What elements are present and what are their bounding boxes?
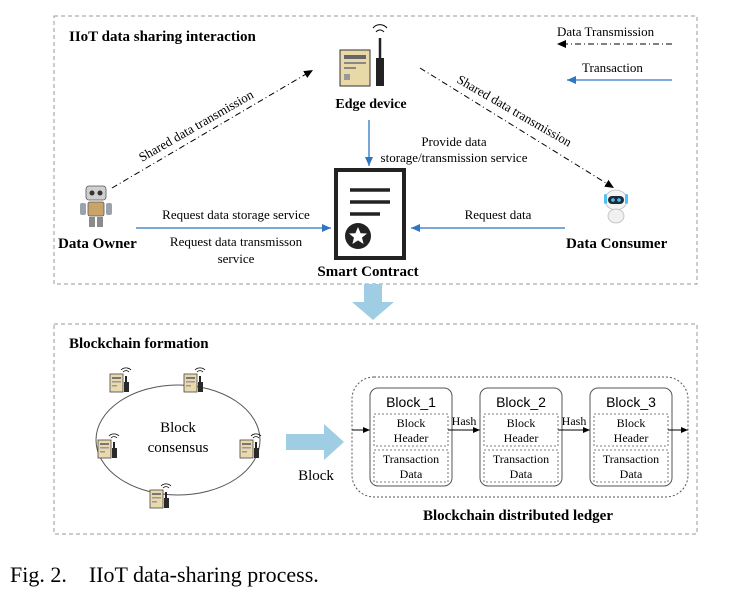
- block-2-data-1: Transaction: [493, 452, 549, 466]
- server-node-icon: [149, 482, 172, 509]
- hash-label-1: Hash: [452, 414, 477, 428]
- consensus-label-2: consensus: [148, 440, 209, 456]
- server-node-icon: [183, 366, 206, 393]
- block-3-data-1: Transaction: [603, 452, 659, 466]
- block-1-data-2: Data: [400, 467, 423, 481]
- block-1-header-1: Block: [397, 416, 426, 430]
- contract-document-icon: [334, 168, 406, 260]
- block-2-header-1: Block: [507, 416, 536, 430]
- shared-left-label: Shared data transmission: [136, 86, 256, 164]
- server-node-icon: [109, 366, 132, 393]
- blockchain-panel-title: Blockchain formation: [69, 336, 209, 352]
- consensus-label-1: Block: [160, 420, 196, 436]
- provide-service-label-1: Provide data: [421, 134, 487, 149]
- shared-left-arrow: [111, 69, 314, 189]
- block-3-data-2: Data: [620, 467, 643, 481]
- robot-icon: [80, 185, 112, 227]
- server-node-icon: [239, 432, 262, 459]
- edge-device-icon: [339, 24, 388, 87]
- request-transmission-label-1: Request data transmisson: [170, 234, 303, 249]
- hash-label-2: Hash: [562, 414, 587, 428]
- request-data-label: Request data: [465, 207, 532, 222]
- block-2-data-2: Data: [510, 467, 533, 481]
- edge-device-label: Edge device: [335, 97, 406, 112]
- server-node-icon: [97, 432, 120, 459]
- data-consumer-label: Data Consumer: [566, 236, 668, 252]
- ledger-label: Blockchain distributed ledger: [423, 508, 613, 524]
- sharing-panel-title: IIoT data sharing interaction: [69, 29, 256, 45]
- block-arrow-label: Block: [298, 468, 334, 484]
- data-owner-label: Data Owner: [58, 236, 137, 252]
- request-transmission-label-2: service: [218, 251, 255, 266]
- block-3-header-2: Header: [614, 431, 649, 445]
- block-1-name: Block_1: [386, 394, 436, 410]
- block-1-header-2: Header: [394, 431, 429, 445]
- block-1-data-1: Transaction: [383, 452, 439, 466]
- block-1: Block_1 Block Header Transaction Data: [369, 387, 453, 487]
- block-2: Block_2 Block Header Transaction Data: [479, 387, 563, 487]
- block-3-header-1: Block: [617, 416, 646, 430]
- consensus-ring: [95, 384, 261, 496]
- block-2-header-2: Header: [504, 431, 539, 445]
- ledger-container: [351, 376, 689, 498]
- figure-caption: Fig. 2. IIoT data-sharing process.: [10, 562, 319, 587]
- block-flow-arrow: [286, 424, 344, 460]
- panel-flow-arrow: [352, 284, 394, 320]
- smart-contract-label: Smart Contract: [317, 264, 418, 280]
- assistant-robot-icon: [604, 189, 628, 224]
- legend-transaction-label: Transaction: [582, 60, 643, 75]
- shared-right-arrow: [419, 67, 615, 189]
- provide-service-label-2: storage/transmission service: [381, 150, 528, 165]
- request-storage-label: Request data storage service: [162, 207, 310, 222]
- block-3-name: Block_3: [606, 394, 656, 410]
- block-2-name: Block_2: [496, 394, 546, 410]
- block-3: Block_3 Block Header Transaction Data: [589, 387, 673, 487]
- legend-data-transmission-label: Data Transmission: [557, 24, 655, 39]
